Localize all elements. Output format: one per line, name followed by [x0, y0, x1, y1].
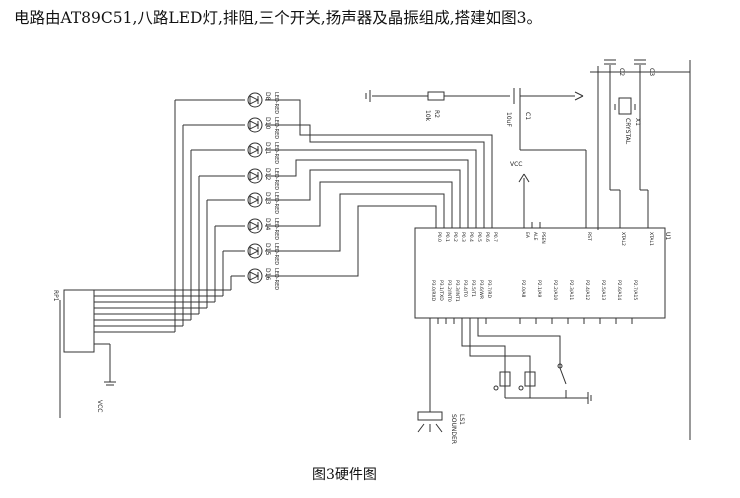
mcu-pin-label: P3.1/TXD	[438, 280, 444, 301]
buzzer-label: LS1	[458, 414, 465, 425]
led-type-label: LED-RED	[273, 192, 279, 214]
c1-label: C1	[524, 112, 531, 120]
mcu-pin-label: P2.1/A9	[536, 280, 542, 297]
mcu-pin-label: P0.7	[492, 232, 498, 242]
crystal-value: CRYSTAL	[624, 118, 631, 145]
led-type-label: LED-RED	[273, 218, 279, 240]
c3-label: C3	[648, 68, 655, 76]
led-ref-label: D16	[264, 268, 271, 280]
mcu-pin-label: P0.1	[444, 232, 450, 242]
led-ref-label: D8	[264, 92, 271, 101]
mcu-pin-label: PSEN	[540, 232, 546, 244]
mcu-pin-label: P2.3/A11	[568, 280, 574, 300]
mcu-label: U1	[664, 232, 671, 240]
mcu-pin-label: P0.6	[484, 232, 490, 242]
mcu-pin-label: P3.3/INT1	[454, 280, 460, 302]
led-type-label: LED-RED	[273, 117, 279, 139]
led-type-label: LED-RED	[273, 268, 279, 290]
mcu-pin-label: P3.2/INT0	[446, 280, 452, 302]
r2-value: 10k	[424, 110, 431, 122]
mcu-pin-label: XTAL1	[648, 232, 654, 246]
buzzer-value: SOUNDER	[450, 414, 457, 444]
led-ref-label: D12	[264, 168, 271, 180]
vcc-label: VCC	[510, 161, 522, 168]
mcu-pin-label: P2.4/A12	[584, 280, 590, 300]
mcu-pin-label: P3.6/WR	[478, 280, 484, 299]
mcu-pin-label: P0.0	[436, 232, 442, 242]
c2-label: C2	[618, 68, 625, 76]
led-ref-label: D10	[264, 117, 271, 129]
mcu-pin-label: P2.7/A15	[632, 280, 638, 300]
mcu-pin-label: RST	[586, 232, 592, 241]
mcu-pin-label: P0.2	[452, 232, 458, 242]
mcu-pin-label: P2.2/A10	[552, 280, 558, 300]
led-type-label: LED-RED	[273, 92, 279, 114]
led-type-label: LED-RED	[273, 243, 279, 265]
mcu-pin-label: ALE	[532, 232, 538, 241]
led-type-label: LED-RED	[273, 168, 279, 190]
mcu-pin-label: XTAL2	[620, 232, 626, 246]
mcu-pin-label: P3.5/T1	[470, 280, 476, 297]
figure-caption: 图3硬件图	[312, 467, 377, 483]
mcu-pin-label: P2.0/A8	[520, 280, 526, 297]
c1-value: 10uF	[505, 112, 512, 127]
mcu-pin-label: P3.7/RD	[486, 280, 492, 299]
mcu-pin-label: P2.5/A13	[600, 280, 606, 300]
led-ref-label: D13	[264, 192, 271, 204]
mcu-pin-label: EA	[524, 232, 530, 239]
vcc-ground-label: VCC	[96, 400, 103, 412]
led-ref-label: D11	[264, 142, 271, 154]
mcu-pin-label: P0.3	[460, 232, 466, 242]
led-ref-label: D14	[264, 218, 271, 230]
led-ref-label: D15	[264, 243, 271, 255]
mcu-pin-label: P0.4	[468, 232, 474, 242]
mcu-pin-label: P3.4/T0	[462, 280, 468, 297]
intro-paragraph: 电路由AT89C51,八路LED灯,排阻,三个开关,扬声器及晶振组成,搭建如图3…	[14, 9, 543, 27]
rp1-label: RP1	[52, 290, 59, 302]
r2-label: R2	[433, 110, 440, 118]
mcu-pin-label: P3.0/RXD	[430, 280, 436, 302]
led-type-label: LED-RED	[273, 142, 279, 164]
mcu-pin-label: P2.6/A14	[616, 280, 622, 300]
mcu-pin-label: P0.5	[476, 232, 482, 242]
crystal-label: X1	[634, 118, 641, 126]
